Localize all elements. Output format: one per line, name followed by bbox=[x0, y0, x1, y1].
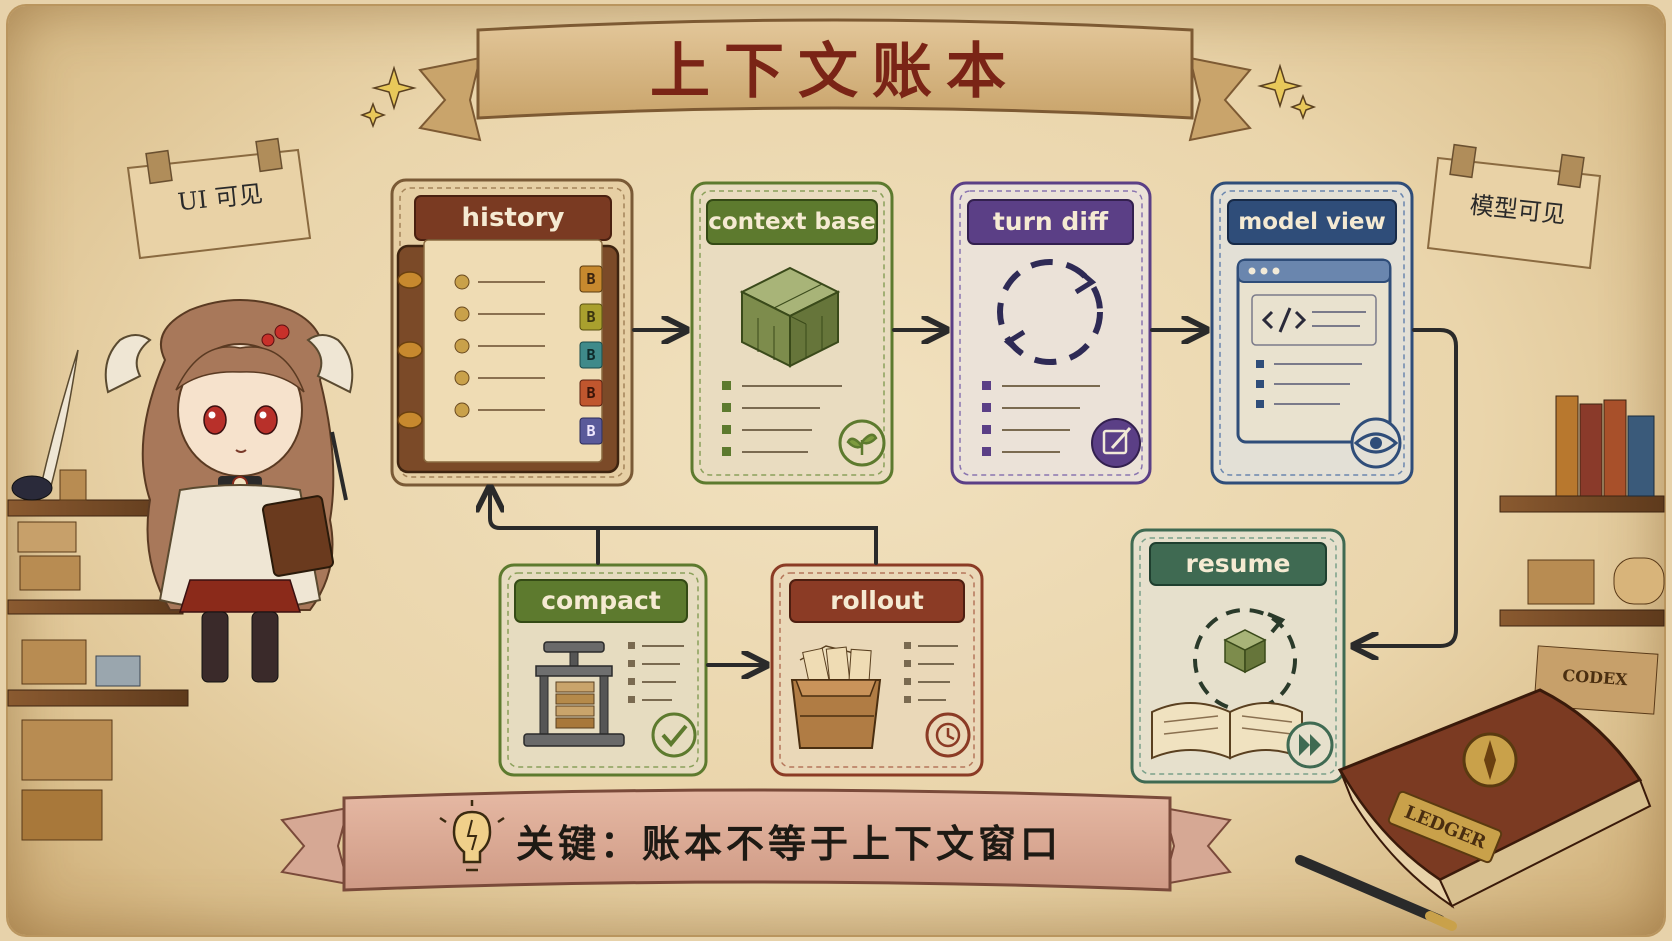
node-label-history: history bbox=[461, 203, 565, 233]
rollout-list bbox=[904, 642, 958, 703]
open-book-loop-icon bbox=[1151, 608, 1303, 760]
bottom-banner bbox=[280, 788, 1232, 892]
edit-badge-icon bbox=[1091, 418, 1141, 468]
sprout-badge-icon bbox=[838, 419, 886, 467]
title-ribbon bbox=[418, 18, 1252, 142]
binder-tab-5: B bbox=[586, 422, 596, 440]
arrow-model-view-to-resume bbox=[1356, 328, 1458, 646]
left-shelf-decoration bbox=[7, 349, 189, 841]
green-cube-icon bbox=[739, 266, 841, 368]
binder-tab-4: B bbox=[586, 384, 596, 402]
node-label-turn-diff: turn diff bbox=[992, 207, 1109, 236]
ledger-book-decoration bbox=[1295, 688, 1652, 931]
check-badge-icon bbox=[651, 712, 697, 758]
cycle-arrows-icon bbox=[997, 259, 1103, 365]
page-title: 上下文账本 bbox=[650, 37, 1020, 107]
book-press-icon bbox=[523, 641, 625, 747]
node-label-rollout: rollout bbox=[830, 586, 924, 615]
node-label-model-view: model view bbox=[1238, 209, 1386, 235]
context-base-list bbox=[722, 381, 842, 456]
sparkle-icon bbox=[359, 63, 1317, 129]
binder-tab-3: B bbox=[586, 346, 596, 364]
binder-tab-2: B bbox=[586, 308, 596, 326]
node-turn-diff bbox=[950, 181, 1152, 485]
code-window-icon bbox=[1236, 258, 1392, 444]
turn-diff-list bbox=[982, 381, 1100, 456]
node-label-compact: compact bbox=[541, 586, 661, 615]
arrow-compact-rollout-to-history bbox=[490, 490, 878, 565]
note-card-right bbox=[1426, 143, 1602, 270]
right-shelf-decoration bbox=[1499, 395, 1665, 715]
node-label-context-base: context base bbox=[708, 209, 876, 235]
node-label-resume: resume bbox=[1185, 549, 1291, 578]
eye-badge-icon bbox=[1350, 417, 1402, 469]
card-crate-icon bbox=[790, 645, 882, 749]
character-illustration bbox=[104, 299, 354, 683]
lightbulb-icon bbox=[439, 800, 505, 872]
note-card-left bbox=[126, 137, 312, 260]
key-insight-text: 关键：账本不等于上下文窗口 bbox=[516, 821, 1063, 866]
binder-tab-1: B bbox=[586, 270, 596, 288]
flow-arrows bbox=[490, 328, 1458, 665]
ring-binder-ledger-icon bbox=[396, 239, 620, 474]
fast-forward-badge-icon bbox=[1286, 721, 1334, 769]
compact-list bbox=[628, 642, 684, 703]
history-badge-icon bbox=[925, 712, 971, 758]
